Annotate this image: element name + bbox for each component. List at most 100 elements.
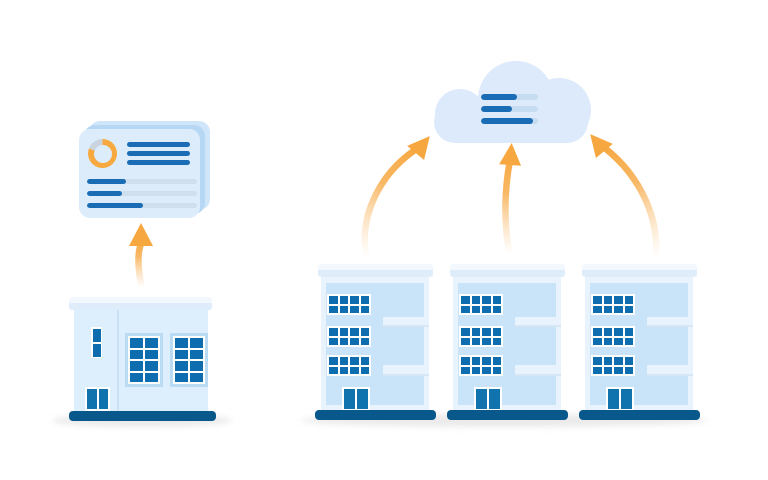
- window-pane: [190, 361, 203, 371]
- window-grid: [130, 338, 158, 382]
- window-pane: [350, 305, 359, 313]
- window-pane: [603, 357, 612, 365]
- window-pane: [175, 338, 188, 348]
- window-pane: [130, 361, 143, 371]
- building-body: [74, 310, 208, 411]
- office-tower: [315, 264, 436, 420]
- window-pane: [329, 357, 338, 365]
- building-door: [474, 387, 502, 411]
- window-block: [591, 326, 635, 347]
- window-pane: [603, 305, 612, 313]
- window-pane: [339, 357, 348, 365]
- window-block: [591, 355, 635, 376]
- window-pane: [360, 296, 369, 304]
- progress-bar: [87, 191, 197, 196]
- door-pane: [621, 389, 632, 409]
- window-block: [327, 326, 371, 347]
- balcony-ledge: [383, 365, 429, 376]
- door-pane: [98, 389, 108, 409]
- building-door: [85, 387, 110, 411]
- window-pane: [461, 337, 470, 345]
- building-body: [453, 277, 561, 411]
- cloud: [430, 57, 595, 145]
- window-pane: [482, 357, 491, 365]
- donut-hole: [93, 144, 112, 163]
- window-grid: [593, 328, 633, 345]
- window-grid: [461, 328, 501, 345]
- window-pane: [92, 343, 101, 357]
- building-base: [315, 410, 436, 420]
- tower-row: [315, 264, 700, 420]
- window-grid: [175, 338, 203, 382]
- window-pane: [329, 296, 338, 304]
- window-pane: [461, 305, 470, 313]
- window-pane: [339, 328, 348, 336]
- balcony-ledge: [383, 317, 429, 327]
- window-pane: [145, 349, 158, 359]
- window-pane: [350, 296, 359, 304]
- window-pane: [130, 372, 143, 382]
- window-pane: [360, 337, 369, 345]
- building-roof: [582, 264, 697, 277]
- window-pane: [482, 337, 491, 345]
- report-card: [79, 129, 200, 218]
- window-block: [591, 294, 635, 315]
- window-pane: [614, 337, 623, 345]
- window-pane: [614, 305, 623, 313]
- window-pane: [471, 366, 480, 374]
- window-pane: [339, 366, 348, 374]
- arrow-to-card-head: [129, 223, 153, 246]
- sync-bar: [481, 118, 538, 124]
- building-roof: [318, 264, 433, 277]
- progress-bar-fill: [87, 203, 144, 208]
- window-pane: [624, 337, 633, 345]
- window-grid: [329, 357, 369, 374]
- window-pane: [614, 366, 623, 374]
- window-pane: [471, 296, 480, 304]
- office-tower: [447, 264, 568, 420]
- window-pane: [190, 349, 203, 359]
- balcony-ledge: [647, 365, 693, 376]
- window-pane: [350, 337, 359, 345]
- window-pane: [624, 296, 633, 304]
- window-pane: [471, 357, 480, 365]
- window-pane: [175, 361, 188, 371]
- window-pane: [471, 328, 480, 336]
- arrow-middle-head: [499, 143, 522, 166]
- window-pane: [145, 338, 158, 348]
- sync-bar-fill: [481, 106, 512, 112]
- sync-bar-fill: [481, 94, 517, 100]
- window-pane: [145, 361, 158, 371]
- door-pane: [344, 389, 355, 409]
- window-grid: [329, 296, 369, 313]
- progress-bar-fill: [87, 179, 126, 184]
- door-pane: [87, 389, 97, 409]
- window-pane: [492, 296, 501, 304]
- window-pane: [350, 357, 359, 365]
- window-pane: [492, 357, 501, 365]
- window-pane: [482, 305, 491, 313]
- window-pane: [190, 372, 203, 382]
- arrow-to-card-shaft: [135, 240, 145, 288]
- window-pane: [360, 357, 369, 365]
- building-door: [342, 387, 370, 411]
- window-block: [170, 333, 208, 387]
- window-pane: [130, 349, 143, 359]
- window-pane: [482, 366, 491, 374]
- window-pane: [360, 305, 369, 313]
- building-base: [579, 410, 700, 420]
- text-line: [127, 160, 190, 165]
- balcony-ledge: [515, 317, 561, 327]
- window-pane: [329, 305, 338, 313]
- window-pane: [190, 338, 203, 348]
- window-pane: [593, 357, 602, 365]
- balcony-ledge: [515, 365, 561, 376]
- window-pane: [461, 328, 470, 336]
- window-pane: [360, 366, 369, 374]
- window-pane: [175, 349, 188, 359]
- office-tower: [579, 264, 700, 420]
- progress-bar: [87, 203, 197, 208]
- arrow-middle-shaft: [502, 156, 514, 256]
- window-pane: [614, 328, 623, 336]
